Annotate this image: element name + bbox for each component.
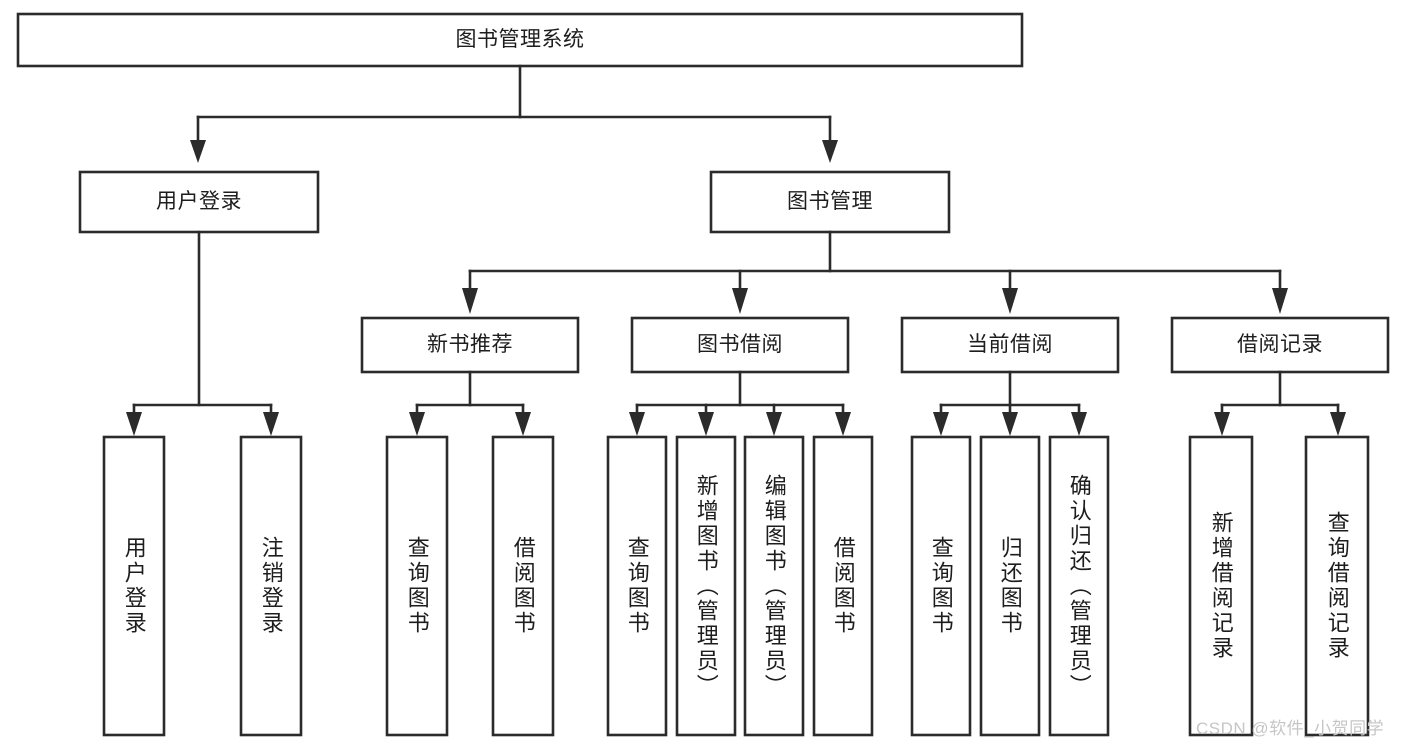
node-box-leaf-logout[interactable] — [239, 435, 303, 737]
arrow-head-to-new-book-recommend — [462, 288, 478, 314]
arrow-head-book-borrow-leaf-4 — [835, 412, 851, 436]
node-box-leaf-query-borrow-record[interactable] — [1304, 435, 1370, 737]
arrow-head-user-login-leaf-2 — [263, 412, 279, 436]
arrow-head-to-current-borrow — [1002, 288, 1018, 314]
node-box-leaf-edit-book-admin[interactable] — [743, 435, 805, 737]
arrow-head-to-book-borrow — [732, 288, 748, 314]
arrow-head-current-borrow-leaf-1 — [933, 412, 949, 436]
arrow-head-borrow-record-leaf-2 — [1330, 412, 1346, 436]
node-box-leaf-add-borrow-record[interactable] — [1188, 435, 1254, 737]
arrow-head-to-borrow-record — [1272, 288, 1288, 314]
node-box-leaf-user-login[interactable] — [102, 435, 166, 737]
node-box-current-borrow[interactable] — [900, 316, 1120, 374]
node-box-borrow-record[interactable] — [1170, 316, 1390, 374]
node-box-root[interactable] — [16, 12, 1024, 68]
node-box-leaf-borrow-book-a[interactable] — [491, 435, 555, 737]
arrow-head-book-borrow-leaf-3 — [766, 412, 782, 436]
arrow-head-borrow-record-leaf-1 — [1214, 412, 1230, 436]
node-box-leaf-borrow-book-b[interactable] — [812, 435, 874, 737]
node-box-leaf-query-book-a[interactable] — [385, 435, 449, 737]
node-box-user-login[interactable] — [78, 170, 320, 234]
arrow-head-book-borrow-leaf-1 — [629, 412, 645, 436]
arrow-head-new-book-leaf-2 — [515, 412, 531, 436]
arrow-head-root-to-book-mgmt — [822, 140, 838, 163]
node-box-book-management[interactable] — [709, 170, 951, 234]
arrow-head-current-borrow-leaf-3 — [1071, 412, 1087, 436]
arrow-head-new-book-leaf-1 — [409, 412, 425, 436]
arrow-head-root-to-user-login — [190, 140, 206, 163]
node-box-new-book-recommend[interactable] — [360, 316, 580, 374]
node-box-book-borrow[interactable] — [630, 316, 850, 374]
node-box-leaf-query-book-c[interactable] — [910, 435, 972, 737]
arrow-head-user-login-leaf-1 — [126, 412, 142, 436]
node-box-leaf-return-book[interactable] — [979, 435, 1041, 737]
arrow-head-current-borrow-leaf-2 — [1002, 412, 1018, 436]
node-box-leaf-add-book-admin[interactable] — [675, 435, 737, 737]
node-box-leaf-confirm-return-admin[interactable] — [1048, 435, 1110, 737]
arrow-head-book-borrow-leaf-2 — [698, 412, 714, 436]
node-box-leaf-query-book-b[interactable] — [606, 435, 668, 737]
